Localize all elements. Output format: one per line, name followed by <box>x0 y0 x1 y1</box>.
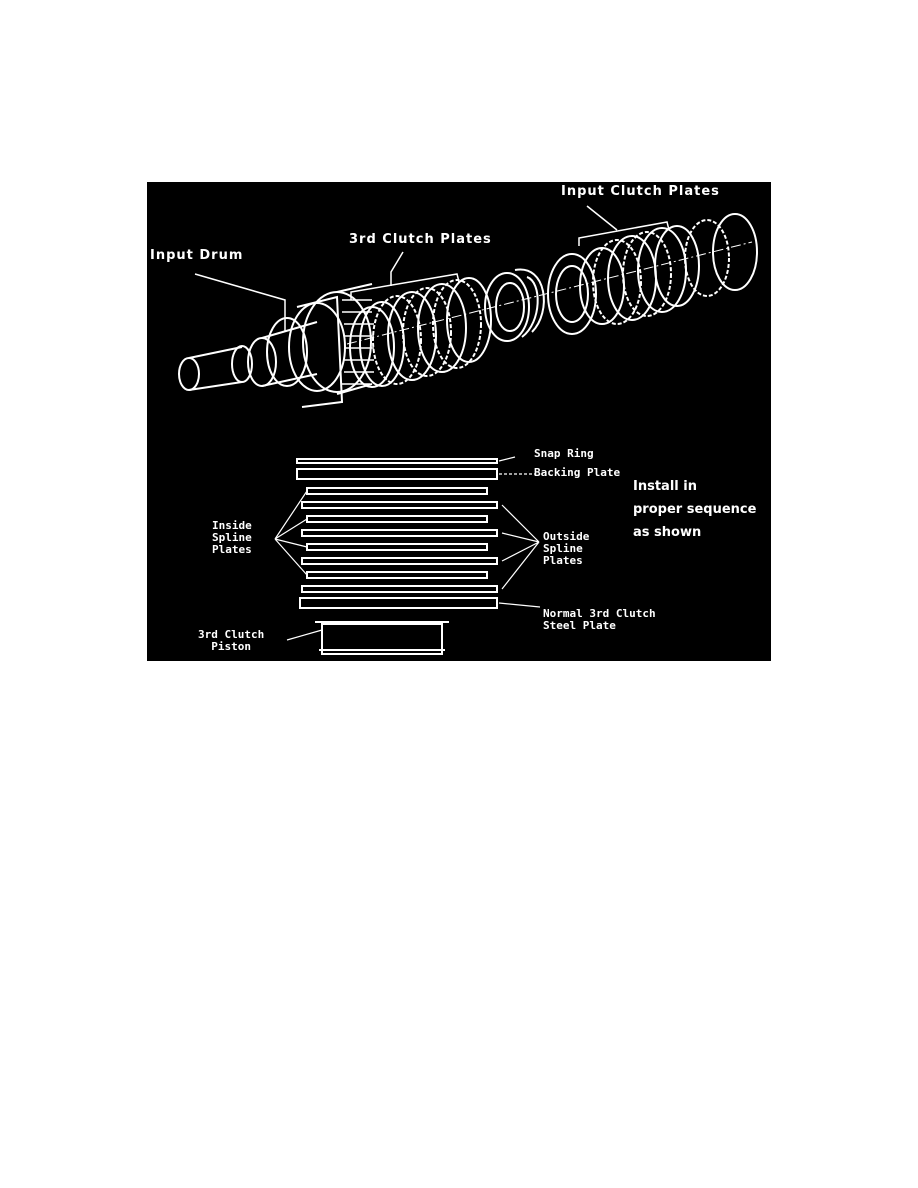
label-backing-plate: Backing Plate <box>534 466 621 479</box>
install-instruction: Install in proper sequence as shown <box>633 479 757 540</box>
plate-stack-side-view <box>296 458 498 655</box>
label-inside-spline-plates: Inside Spline Plates <box>212 519 252 556</box>
label-input-drum: Input Drum <box>150 248 244 263</box>
input-clutch-plate-stack <box>547 213 758 335</box>
third-clutch-plate-stack <box>349 277 492 388</box>
label-normal-3rd-clutch-steel-plate: Normal 3rd Clutch Steel Plate <box>543 607 656 632</box>
label-input-clutch-plates: Input Clutch Plates <box>561 184 720 199</box>
diagram-artwork <box>178 205 758 655</box>
clutch-assembly-diagram: Input Drum 3rd Clutch Plates Input Clutc… <box>147 182 771 661</box>
label-3rd-clutch-piston: 3rd Clutch Piston <box>198 628 265 653</box>
input-shaft-end <box>178 357 200 391</box>
label-snap-ring: Snap Ring <box>534 447 594 460</box>
label-3rd-clutch-plates: 3rd Clutch Plates <box>349 232 492 247</box>
label-outside-spline-plates: Outside Spline Plates <box>543 530 590 567</box>
